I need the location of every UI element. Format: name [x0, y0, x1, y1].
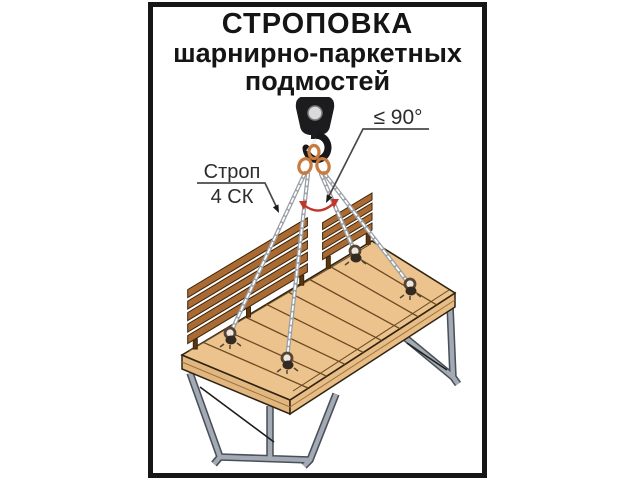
- angle-arc: [299, 199, 339, 212]
- poster-title: СТРОПОВКА шарнирно-паркетных подмостей: [153, 9, 482, 95]
- support-leg-left: [186, 371, 340, 469]
- crane-hook: [295, 97, 335, 163]
- title-line-1: СТРОПОВКА: [221, 8, 414, 40]
- sling-chains: [227, 170, 413, 362]
- lifting-eye: [399, 277, 422, 300]
- guardrail-left: [187, 216, 308, 350]
- leg-tie-rod: [406, 342, 448, 371]
- guardrail-post: [246, 306, 251, 318]
- deck-top: [180, 240, 457, 401]
- angle-leader-line: [328, 128, 429, 197]
- sling-label-callout: Строп 4 СК: [197, 161, 279, 213]
- poster-frame: СТРОПОВКА шарнирно-паркетных подмостей: [148, 2, 487, 478]
- leg-tie-rod: [199, 386, 275, 443]
- angle-label-callout: ≤ 90°: [326, 106, 429, 203]
- guardrail-slat: [322, 202, 373, 241]
- angle-leader-arrowhead: [326, 194, 333, 203]
- lifting-eye: [344, 244, 367, 266]
- master-link: [297, 143, 331, 175]
- sling-leader-line: [197, 182, 277, 207]
- guardrail-slat: [187, 239, 308, 322]
- guardrail-post: [299, 274, 305, 286]
- guardrail-slat: [187, 262, 308, 345]
- sling-leader-arrowhead: [272, 204, 279, 213]
- lifting-eyes: [219, 244, 422, 374]
- deck-plank-lines: [188, 244, 450, 392]
- lifting-eye: [276, 351, 299, 374]
- guardrail-slat: [322, 222, 373, 261]
- guardrail-post: [325, 255, 331, 269]
- deck-lamination-line: [181, 299, 456, 408]
- title-line-3: подмостей: [244, 66, 391, 97]
- title-line-2: шарнирно-паркетных: [173, 38, 462, 69]
- guardrail-post: [192, 338, 198, 350]
- lifting-eye: [219, 326, 242, 349]
- guardrail-slat: [322, 192, 373, 231]
- support-leg-right: [399, 304, 462, 387]
- hook-shank: [311, 130, 319, 139]
- angle-label: ≤ 90°: [373, 106, 422, 129]
- arc-arrowhead-left: [299, 201, 307, 210]
- pulley-icon: [307, 105, 323, 121]
- slinging-diagram: Строп 4 СК ≤ 90°: [180, 97, 462, 469]
- sling-label-line1: Строп: [204, 161, 261, 183]
- sling-label-line2: 4 СК: [211, 186, 254, 208]
- arc-arrowhead-right: [331, 199, 339, 208]
- platform-deck: [180, 240, 457, 416]
- guardrail-slat: [187, 228, 308, 310]
